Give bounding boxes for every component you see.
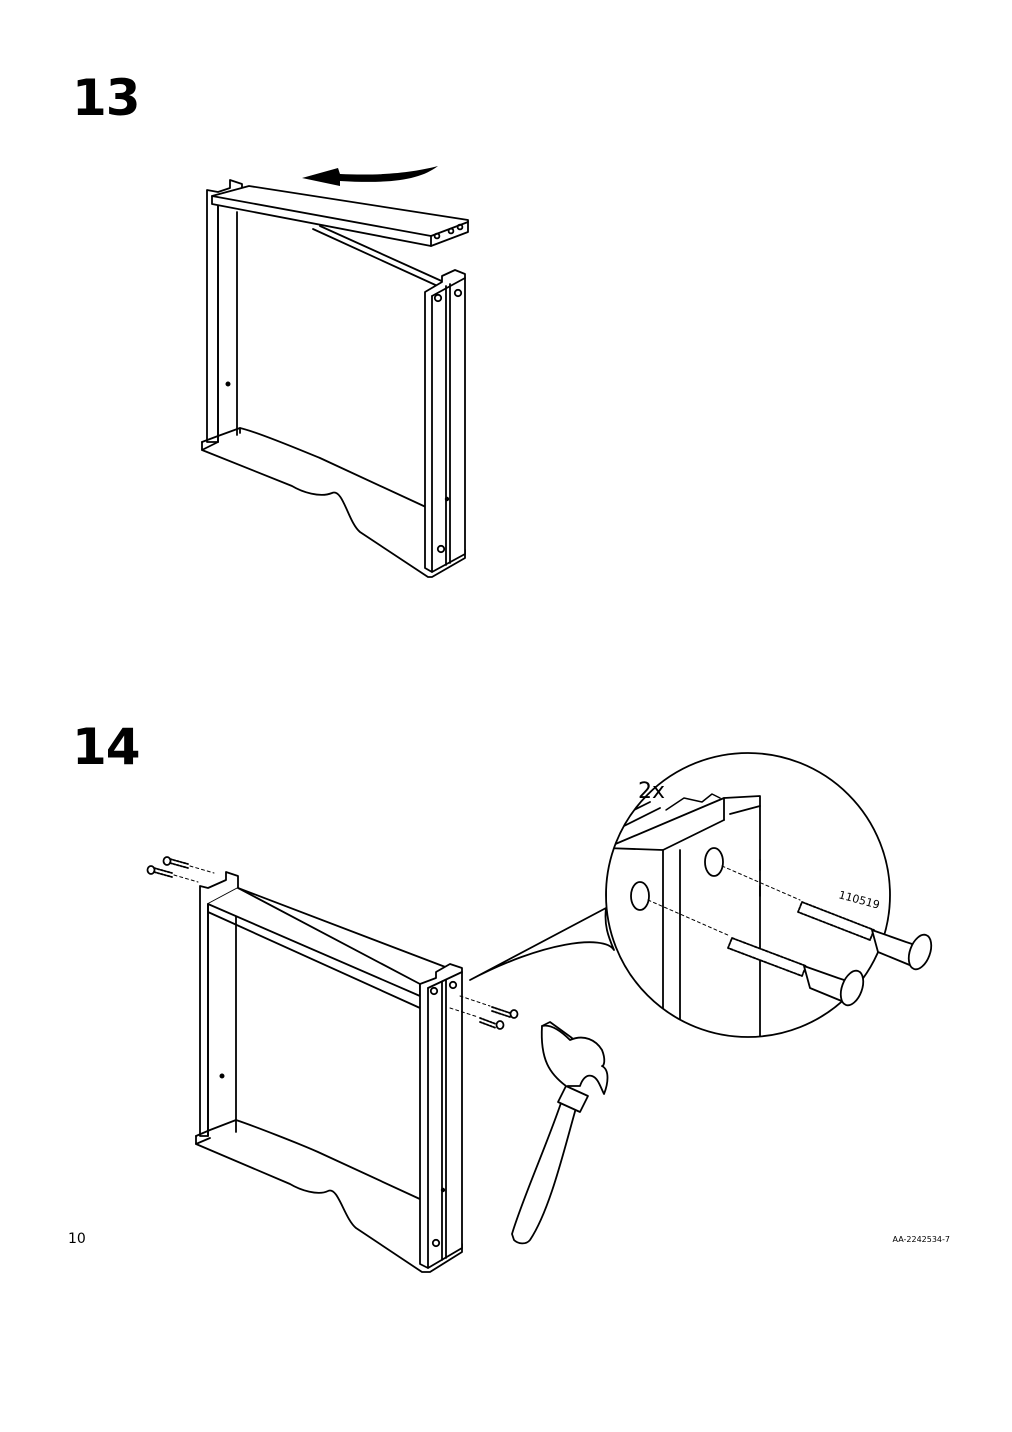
dowel-icon: [146, 856, 215, 883]
top-shelf: [211, 185, 469, 247]
left-side-panel: [206, 179, 243, 443]
right-side-panel: [419, 963, 463, 1269]
dowel-icon: [449, 995, 519, 1030]
back-panel-edge: [312, 225, 447, 289]
document-code: AA-2242534-7: [892, 1235, 950, 1244]
quantity-label: 2x: [638, 779, 665, 804]
magnifier-callout-icon: [469, 752, 933, 1038]
step-14-illustration: 2x 110519: [146, 752, 933, 1273]
right-side-panel: [424, 269, 466, 573]
step-13-illustration: [201, 166, 469, 578]
page-number: 10: [68, 1231, 86, 1247]
left-side-panel: [199, 871, 239, 1137]
arrow-left-icon: [302, 166, 438, 186]
bottom-panel: [201, 427, 466, 578]
step-13-number: 13: [72, 69, 141, 127]
step-14-number: 14: [72, 718, 141, 776]
top-shelf: [207, 887, 449, 1009]
bottom-panel: [195, 1119, 463, 1273]
hammer-icon: [511, 1021, 609, 1245]
